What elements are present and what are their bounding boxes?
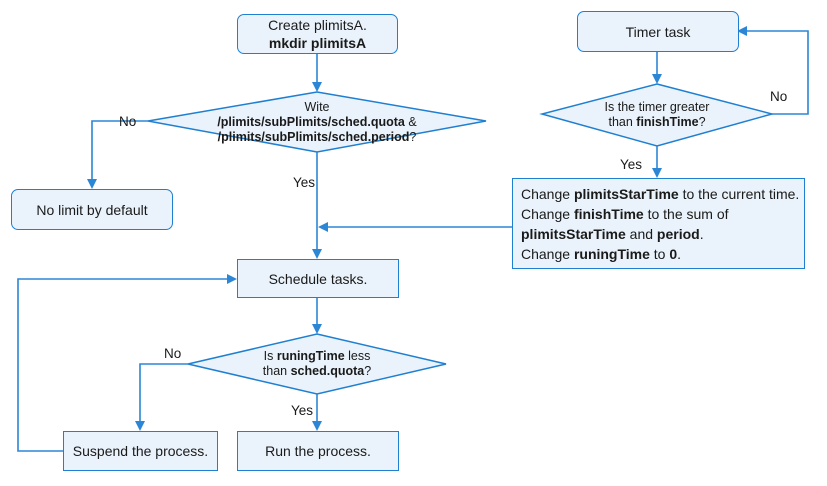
runingtime-term-2: runingTime xyxy=(573,245,650,262)
cb-l3-mid: and xyxy=(625,225,657,242)
arrow-timer-no-loop xyxy=(737,26,809,115)
rt-post1: less xyxy=(344,349,371,363)
arrow-no-to-suspend xyxy=(135,363,188,431)
runingtime-term: runingTime xyxy=(276,349,345,363)
zero-value: 0 xyxy=(669,245,678,262)
cb-l4-pre: Change xyxy=(521,245,574,262)
yes-label-runtime: Yes xyxy=(291,403,314,418)
suspend-text: Suspend the process. xyxy=(72,443,209,459)
yes-label-write: Yes xyxy=(293,175,316,190)
question-mark: ? xyxy=(409,129,417,144)
create-plimits-box: Create plimitsA. mkdir plimitsA xyxy=(237,14,398,54)
cb-l2-post: to the sum of xyxy=(643,205,729,222)
runtime-decision-text: Is runingTime less than sched.quota? xyxy=(220,348,414,380)
arrow-no-to-default xyxy=(87,120,148,189)
no-label-timer: No xyxy=(770,89,788,104)
cb-l3-post: . xyxy=(699,225,704,242)
schedule-text: Schedule tasks. xyxy=(268,270,368,287)
write-decision-text: Wite /plimits/subPlimits/sched.quota & /… xyxy=(180,98,454,146)
suspend-process-box: Suspend the process. xyxy=(63,431,218,471)
cb-l2-pre: Change xyxy=(521,205,574,222)
period-term: period xyxy=(656,225,700,242)
finishtime-term-2: finishTime xyxy=(573,205,644,222)
quota-path: /plimits/subPlimits/sched.quota xyxy=(217,114,405,129)
no-limit-box: No limit by default xyxy=(11,189,173,230)
run-process-box: Run the process. xyxy=(237,431,399,471)
no-label-write: No xyxy=(119,114,137,129)
run-text: Run the process. xyxy=(265,443,371,459)
no-label-runtime: No xyxy=(164,346,182,361)
timer-text: Timer task xyxy=(625,23,691,40)
cb-l4-post: . xyxy=(677,245,682,262)
cb-l1-pre: Change xyxy=(521,185,574,202)
period-path: /plimits/subPlimits/sched.period xyxy=(217,129,410,144)
plimitsstartime-term: plimitsStarTime xyxy=(573,185,679,202)
timer-decision-text: Is the timer greater than finishTime? xyxy=(580,99,734,131)
rt-pre1: Is xyxy=(263,349,277,363)
plimitsstartime-term-2: plimitsStarTime xyxy=(521,225,626,242)
timer-line1: Is the timer greater xyxy=(604,100,710,114)
cb-l4-mid: to xyxy=(649,245,670,262)
cb-l1-post: to the current time. xyxy=(678,185,800,202)
create-box-line1: Create plimitsA. xyxy=(268,17,367,33)
create-box-command: mkdir plimitsA xyxy=(268,35,367,51)
td-pre: than xyxy=(608,115,637,129)
rt-post2: ? xyxy=(364,364,372,378)
change-variables-box: Change plimitsStarTime to the current ti… xyxy=(512,178,805,269)
write-decision-line1: Wite xyxy=(304,99,330,114)
timer-task-box: Timer task xyxy=(577,11,739,52)
sched-quota-term: sched.quota xyxy=(290,364,365,378)
arrow-suspend-loop xyxy=(17,274,237,452)
rt-pre2: than xyxy=(262,364,291,378)
finishtime-term: finishTime xyxy=(636,115,699,129)
yes-label-timer: Yes xyxy=(620,157,643,172)
no-limit-text: No limit by default xyxy=(36,201,148,218)
schedule-tasks-box: Schedule tasks. xyxy=(237,259,399,298)
ampersand: & xyxy=(404,114,417,129)
td-post: ? xyxy=(698,115,706,129)
